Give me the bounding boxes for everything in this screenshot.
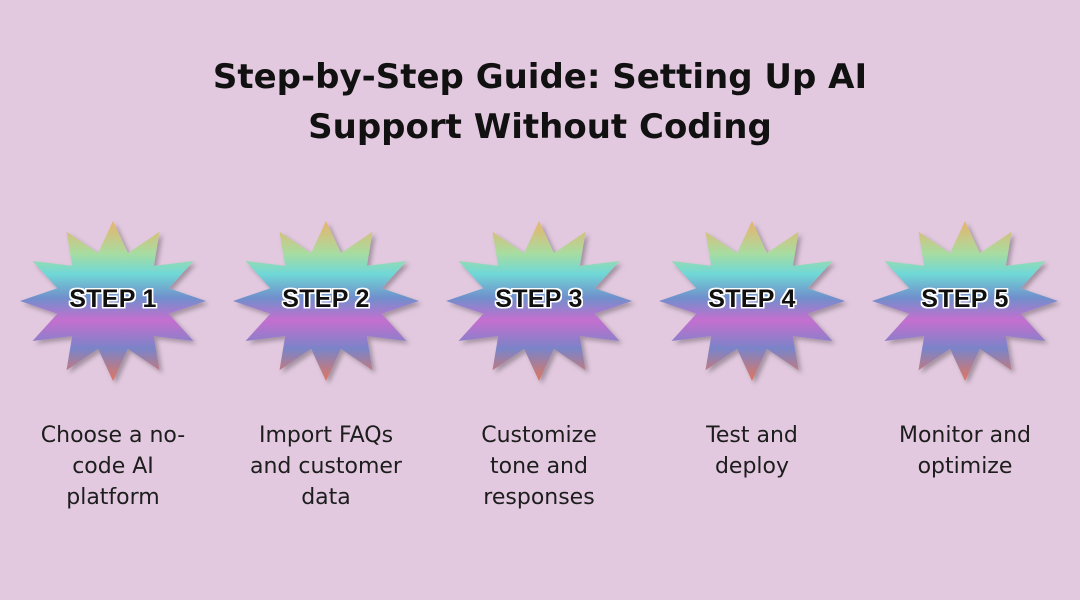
- title-line-1: Step-by-Step Guide: Setting Up AI: [212, 57, 868, 97]
- page-title: Step-by-Step Guide: Setting Up AI Suppor…: [0, 52, 1080, 152]
- step-1-label: STEP 1: [69, 285, 157, 313]
- step-5: STEP 5 Monitor and optimize: [865, 220, 1065, 540]
- step-2-label: STEP 2: [282, 285, 370, 313]
- step-2-star: STEP 2: [233, 220, 419, 382]
- step-4-description: Test and deploy: [706, 423, 798, 479]
- step-1: STEP 1 Choose a no- code AI platform: [13, 220, 213, 540]
- step-5-description: Monitor and optimize: [898, 423, 1031, 479]
- step-4: STEP 4 Test and deploy: [652, 220, 852, 540]
- step-3-star: STEP 3: [446, 220, 632, 382]
- step-2: STEP 2 Import FAQs and customer data: [226, 220, 426, 540]
- step-3: STEP 3 Customize tone and responses: [439, 220, 639, 540]
- star-badge-icon: [233, 221, 419, 381]
- step-4-star: STEP 4: [659, 220, 845, 382]
- step-3-label: STEP 3: [495, 285, 583, 313]
- step-5-star: STEP 5: [872, 220, 1058, 382]
- star-badge-icon: [872, 221, 1058, 381]
- star-badge-icon: [659, 221, 845, 381]
- star-badge-icon: [20, 221, 206, 381]
- star-badge-icon: [446, 221, 632, 381]
- steps-row: STEP 1 Choose a no- code AI platform STE…: [0, 220, 1080, 550]
- step-4-label: STEP 4: [708, 285, 796, 313]
- step-1-star: STEP 1: [20, 220, 206, 382]
- step-1-description: Choose a no- code AI platform: [40, 423, 186, 510]
- step-3-description: Customize tone and responses: [481, 423, 597, 510]
- step-5-label: STEP 5: [921, 285, 1009, 313]
- step-2-description: Import FAQs and customer data: [250, 423, 402, 510]
- title-line-2: Support Without Coding: [308, 107, 772, 147]
